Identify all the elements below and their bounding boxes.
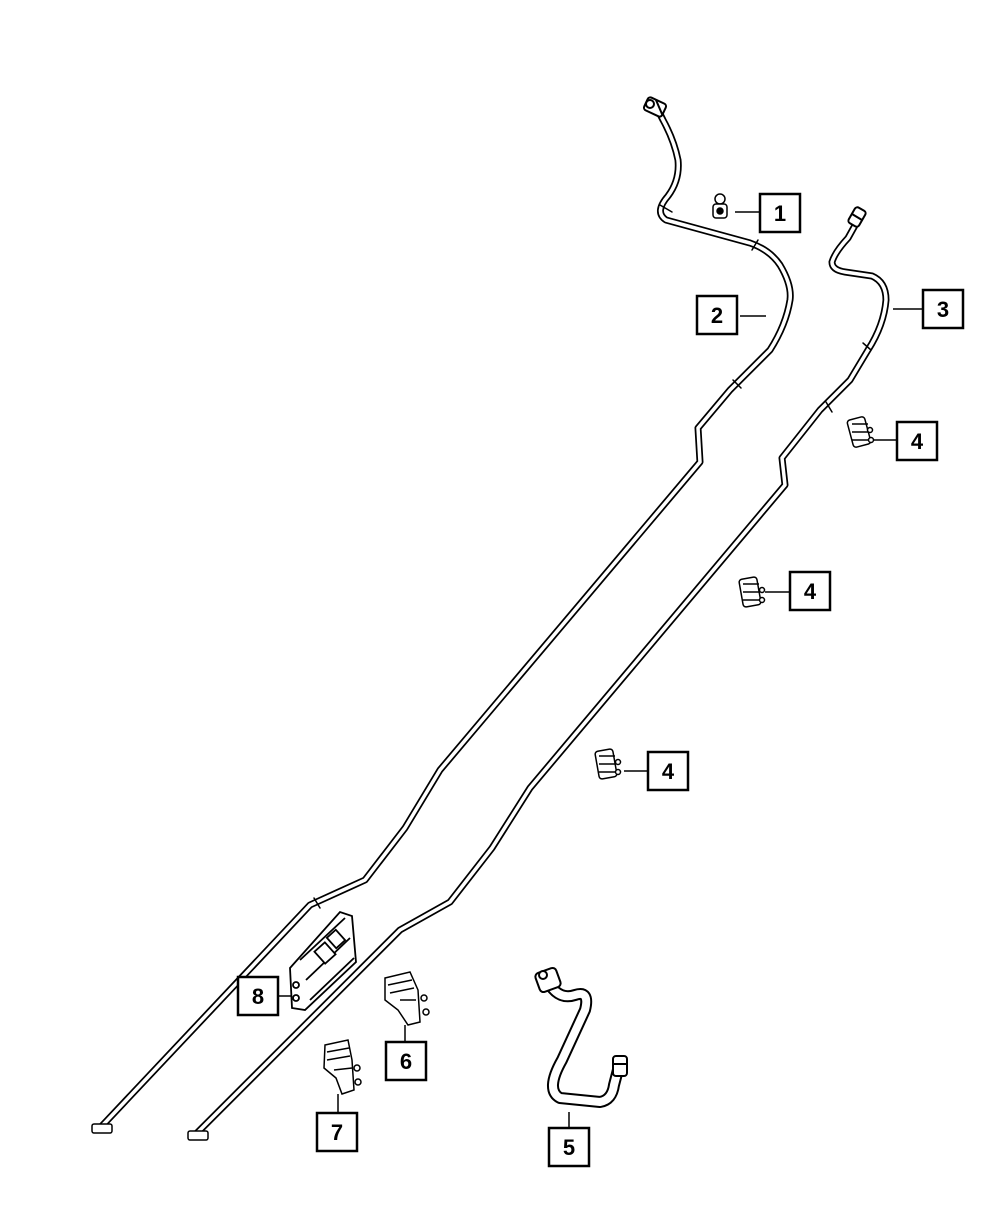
callout-5: 5: [547, 1126, 591, 1168]
clip-4-b: [738, 576, 766, 608]
callout-6-label: 6: [400, 1049, 412, 1074]
callout-4-a-label: 4: [911, 429, 924, 454]
callout-3-label: 3: [937, 297, 949, 322]
fuel-line-3-tip: [187, 1130, 209, 1141]
fuel-line-3-sleeves: [825, 342, 872, 413]
callout-4-b: 4: [788, 570, 832, 612]
callout-7-label: 7: [331, 1120, 343, 1145]
callout-6: 6: [384, 1040, 428, 1082]
callout-4-a: 4: [895, 420, 939, 462]
bracket-8: [289, 910, 357, 1011]
callout-5-label: 5: [563, 1135, 575, 1160]
callout-7: 7: [315, 1111, 359, 1153]
fuel-line-3-inner: [193, 218, 888, 1137]
callout-4-b-label: 4: [804, 579, 817, 604]
callout-4-c-label: 4: [662, 759, 675, 784]
callout-leaders: [276, 211, 922, 1128]
clip-4-a: [846, 416, 875, 448]
bracket-7: [323, 1039, 362, 1095]
hose-5-connector-end: [612, 1055, 628, 1077]
fuel-line-2-inner: [98, 106, 793, 1130]
clip-1: [712, 193, 728, 219]
fuel-line-2-tip: [91, 1123, 113, 1134]
callout-8-label: 8: [252, 984, 264, 1009]
callout-8: 8: [236, 975, 280, 1017]
bracket-6: [384, 971, 430, 1026]
fuel-line-2-sleeves: [313, 204, 759, 909]
clip-4-c: [594, 748, 622, 780]
callout-1-label: 1: [774, 201, 786, 226]
fuel-line-3: [187, 206, 890, 1141]
hose-5: [534, 966, 628, 1108]
hose-5-inner: [546, 981, 624, 1106]
fitting-3-top: [847, 206, 867, 228]
hose-5-connector-top: [534, 966, 562, 994]
fuel-line-2-outline: [96, 104, 794, 1132]
callout-2-label: 2: [711, 303, 723, 328]
callout-1: 1: [758, 192, 802, 234]
callout-4-c: 4: [646, 750, 690, 792]
fuel-line-2: [91, 96, 794, 1134]
callout-3: 3: [921, 288, 965, 330]
callout-2: 2: [695, 294, 739, 336]
fitting-2-top: [642, 96, 668, 118]
